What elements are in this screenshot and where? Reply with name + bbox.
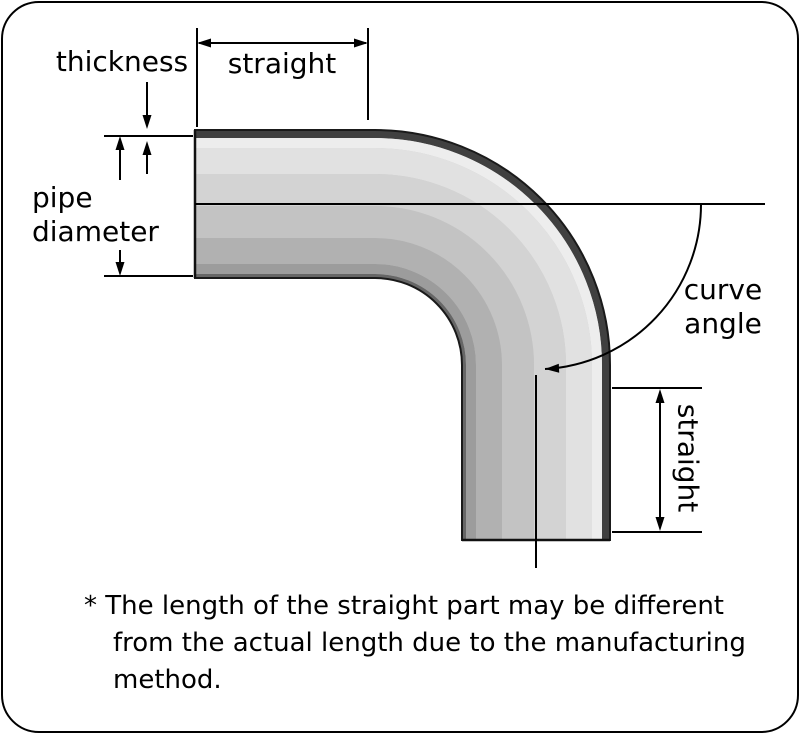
pipe-shade-highlight xyxy=(195,138,602,540)
pipe-shade-band2 xyxy=(195,174,566,540)
pipe-diameter-label-line1: pipe xyxy=(32,181,93,214)
footnote-line-1: * The length of the straight part may be… xyxy=(84,591,724,621)
pipe-diameter-label-line2: diameter xyxy=(32,215,159,248)
pipe-shade-inner-dark xyxy=(195,274,466,540)
pipe-shade-outer-dark xyxy=(195,130,610,540)
curve-angle-label-line1: curve xyxy=(684,273,762,306)
diameter-arrow-bottom xyxy=(115,262,125,276)
footnote: * The length of the straight part may be… xyxy=(84,588,784,699)
footnote-line-2: from the actual length due to the manufa… xyxy=(113,628,746,658)
pipe-shade-band3 xyxy=(195,206,534,540)
pipe-shade-band1 xyxy=(195,148,592,540)
curve-angle-label-line2: angle xyxy=(684,307,762,340)
straight-top-arrow-left xyxy=(197,38,211,48)
pipe-shade-band4 xyxy=(195,238,502,540)
curve-angle-arc xyxy=(544,203,703,370)
pipe-shade-band5 xyxy=(195,264,476,540)
straight-right-arrow-bottom xyxy=(655,517,665,531)
straight-right-label: straight xyxy=(672,404,705,513)
straight-top-arrow-right xyxy=(354,38,368,48)
footnote-line-3: method. xyxy=(113,665,222,695)
diameter-label-background xyxy=(26,180,156,250)
curve-angle-arrowhead xyxy=(545,363,560,373)
straight-top-label: straight xyxy=(228,47,337,80)
pipe-outline xyxy=(194,129,611,541)
thickness-arrow-upper-head xyxy=(142,115,152,129)
thickness-label: thickness xyxy=(56,45,188,78)
straight-right-arrow-top xyxy=(655,389,665,403)
diameter-arrow-top xyxy=(115,136,125,150)
thickness-arrow-lower-head xyxy=(142,141,152,155)
